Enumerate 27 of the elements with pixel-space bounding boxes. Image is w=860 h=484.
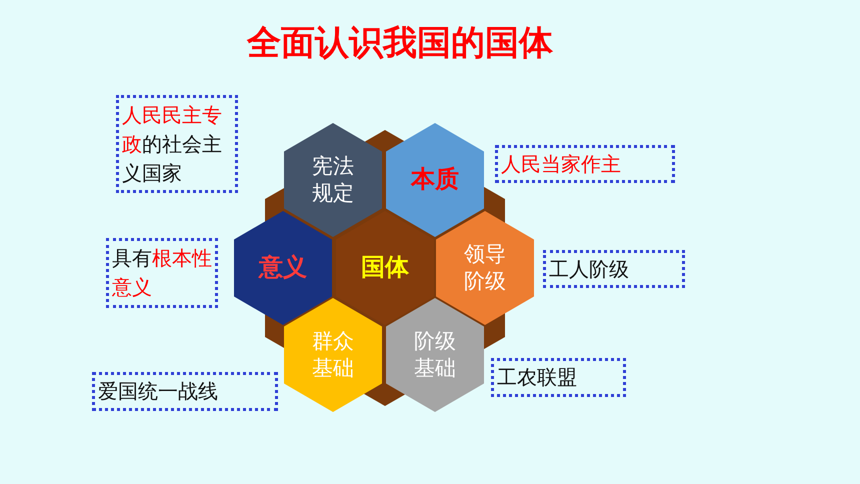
hexagon	[284, 298, 382, 412]
dotted-text-box	[116, 95, 238, 193]
hexagon	[336, 211, 434, 325]
hexagon	[386, 123, 484, 237]
node-text: 爱国统一战线	[98, 379, 218, 403]
dotted-text-box	[491, 358, 626, 397]
node-text: 阶级基础	[414, 328, 456, 380]
node-text: 人民民主专政的社会主义国家	[122, 102, 222, 184]
node-text: 工人阶级	[549, 256, 629, 280]
node-text: 国体	[361, 253, 409, 282]
node-text: 群众基础	[312, 328, 354, 380]
node-text: 本质	[411, 165, 459, 194]
node-text: 具有根本性意义	[112, 246, 212, 299]
dotted-text-box	[543, 250, 685, 288]
node-text: 意义	[259, 253, 307, 282]
node-text: 领导阶级	[464, 242, 506, 293]
dotted-text-box	[92, 372, 278, 411]
node-text: 工农联盟	[497, 365, 577, 389]
hexagon	[386, 298, 484, 412]
dotted-text-box	[495, 145, 675, 183]
node-text: 人民当家作主	[501, 152, 621, 176]
title: 全面认识我国的国体	[246, 22, 554, 64]
hexagon	[234, 211, 332, 325]
hexagon	[436, 211, 534, 325]
hexagon	[284, 123, 382, 237]
node-text: 宪法规定	[312, 154, 354, 205]
dotted-text-box	[106, 238, 218, 308]
